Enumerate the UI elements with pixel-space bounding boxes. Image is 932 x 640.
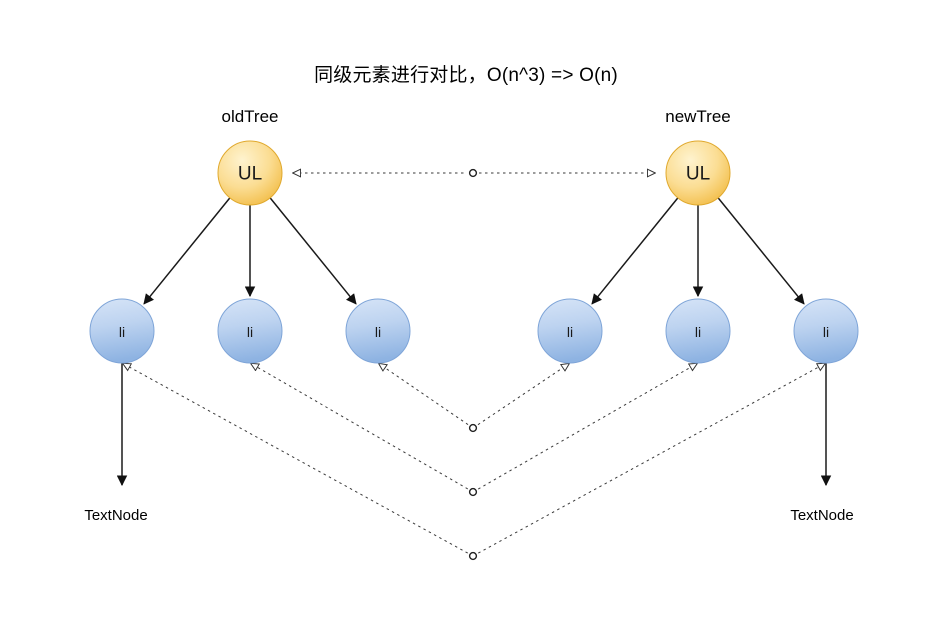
node-li-label-0-2: li (375, 324, 381, 340)
comparison-edge-left-1 (251, 364, 469, 490)
node-li-circle-0-1[interactable] (217, 298, 283, 364)
comparison-edge-left-0 (379, 364, 469, 426)
leaf-label-textnode-0: TextNode (84, 507, 148, 524)
comparison-edge-left-2 (123, 363, 468, 554)
node-ul-label-1: UL (686, 164, 710, 185)
comparison-vertex-marker-0 (468, 423, 478, 433)
comparison-vertex-marker-1 (468, 487, 478, 497)
node-li-circle-1-0[interactable] (537, 298, 603, 364)
node-li-circle-1-2[interactable] (793, 298, 859, 364)
node-li-label-1-0: li (567, 324, 573, 340)
node-li-label-1-2: li (823, 324, 829, 340)
comparison-edge-right-0 (477, 364, 569, 426)
leaf-label-textnode-1: TextNode (790, 507, 854, 524)
tree-edge-root-to-li-0-2 (269, 197, 357, 305)
root-comparison-vertex-marker (468, 168, 478, 178)
comparison-edge-right-1 (477, 363, 697, 490)
node-ul-circle-0[interactable] (217, 140, 283, 206)
tree-edge-root-to-li-0-0 (143, 197, 231, 305)
tree-caption-newtree: newTree (665, 107, 731, 126)
page-title: 同级元素进行对比，O(n^3) => O(n) (314, 65, 618, 86)
tree-edges-group (116, 197, 832, 487)
comparison-edge-right-2 (478, 363, 825, 554)
nodes-group: UL li li li UL li li li (89, 140, 859, 364)
node-li-circle-1-1[interactable] (665, 298, 731, 364)
node-ul-label-0: UL (238, 164, 262, 185)
node-li-label-0-0: li (119, 324, 125, 340)
tree-edge-root-to-li-1-2 (717, 197, 805, 305)
comparison-edges-group (123, 168, 825, 561)
node-ul-circle-1[interactable] (665, 140, 731, 206)
tree-caption-oldtree: oldTree (221, 107, 279, 126)
node-li-circle-0-2[interactable] (345, 298, 411, 364)
comparison-vertex-marker-2 (468, 551, 478, 561)
tree-edge-root-to-li-1-0 (591, 197, 679, 305)
node-li-circle-0-0[interactable] (89, 298, 155, 364)
node-li-label-0-1: li (247, 324, 253, 340)
node-li-label-1-1: li (695, 324, 701, 340)
